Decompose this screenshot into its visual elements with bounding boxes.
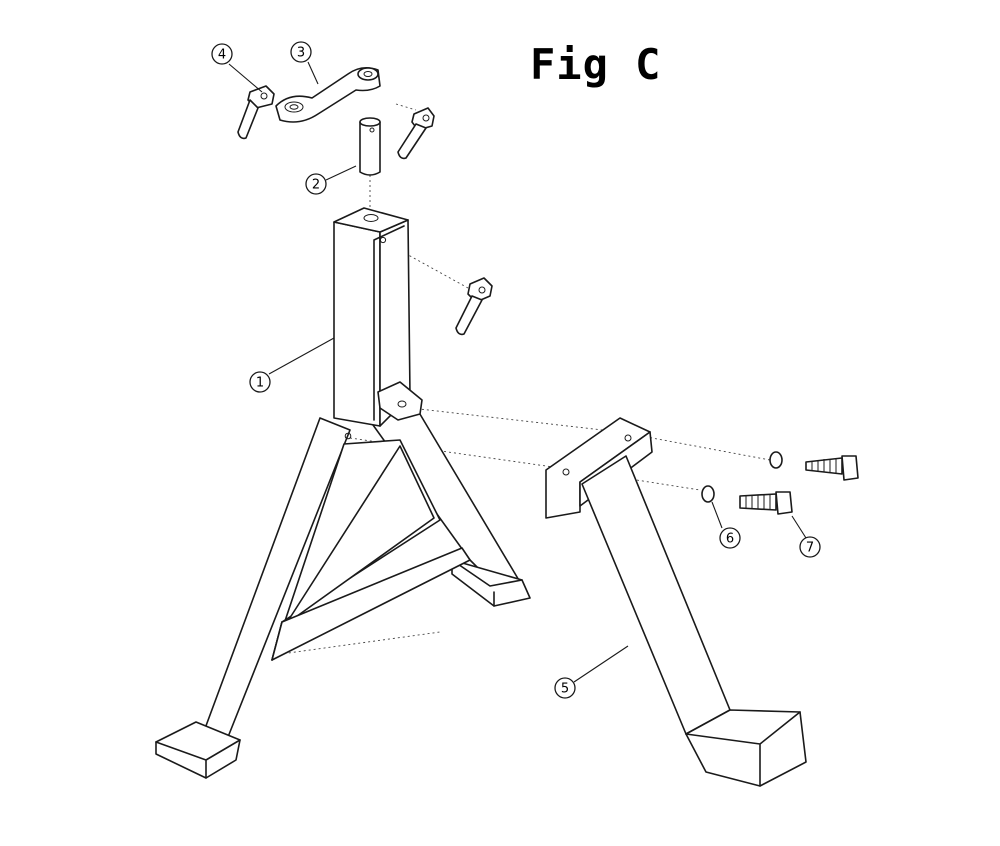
washer-upper xyxy=(769,451,783,469)
svg-text:5: 5 xyxy=(561,682,569,697)
callout-7: 7 xyxy=(799,536,821,558)
detachable-leg xyxy=(545,417,807,787)
svg-text:4: 4 xyxy=(218,48,226,63)
bolt-lower xyxy=(739,491,793,515)
clamp-lever-arm xyxy=(397,107,435,160)
callout-2: 2 xyxy=(305,173,327,195)
svg-text:2: 2 xyxy=(312,178,320,193)
svg-text:7: 7 xyxy=(806,541,814,556)
callout-5: 5 xyxy=(554,677,576,699)
figure-title: Fig C xyxy=(530,40,662,89)
pin xyxy=(359,117,381,176)
callout-1: 1 xyxy=(249,371,271,393)
svg-text:6: 6 xyxy=(726,532,734,547)
bolt-upper xyxy=(805,455,859,481)
clamp-lever-column xyxy=(455,277,493,336)
washer-lower xyxy=(701,485,715,503)
svg-text:1: 1 xyxy=(256,376,264,391)
offset-arm xyxy=(275,66,381,123)
clamp-lever-left xyxy=(237,85,275,140)
callout-4: 4 xyxy=(211,43,233,65)
callout-3: 3 xyxy=(290,41,312,63)
stand-frame xyxy=(155,207,531,779)
callout-6: 6 xyxy=(719,527,741,549)
callouts: 4 3 2 1 5 6 7 xyxy=(211,41,821,699)
svg-text:3: 3 xyxy=(297,46,305,61)
